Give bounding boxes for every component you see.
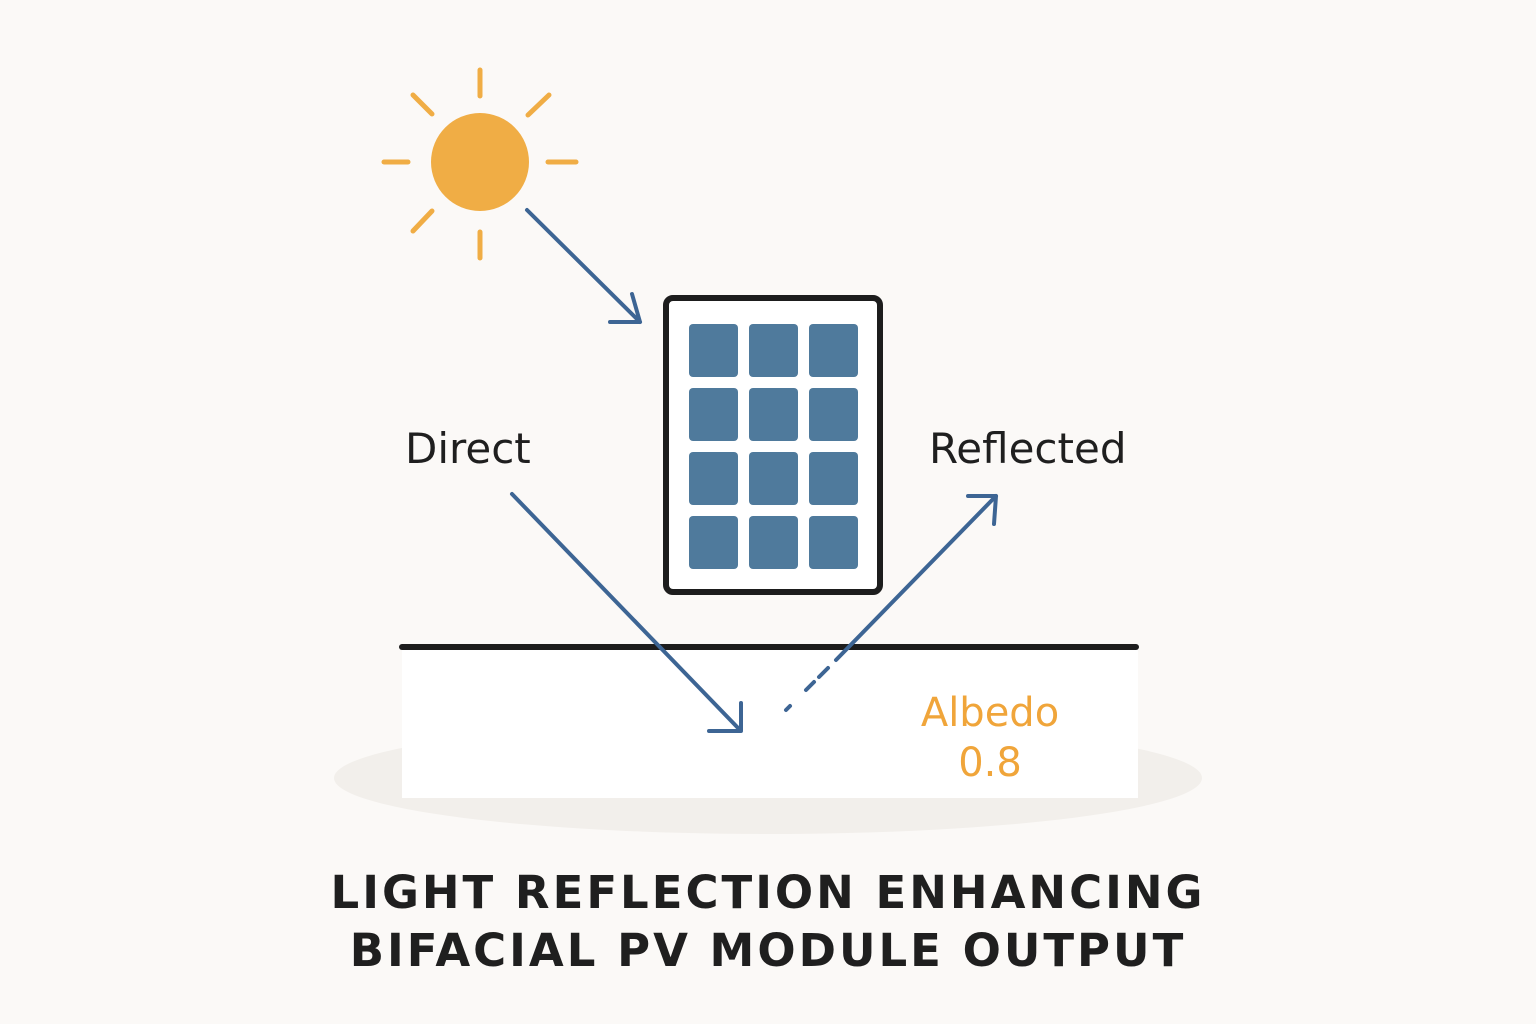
diagram-title: LIGHT REFLECTION ENHANCING BIFACIAL PV M…	[0, 864, 1536, 980]
ground-incident-arrow	[510, 492, 743, 733]
ground-surface	[402, 646, 1138, 798]
title-line-1: LIGHT REFLECTION ENHANCING	[330, 866, 1206, 919]
solar-panel-icon	[663, 295, 883, 595]
sun-icon	[381, 67, 579, 261]
direct-light-arrow	[525, 208, 642, 324]
albedo-label: Albedo	[921, 690, 1059, 736]
reflected-light-arrow	[784, 494, 998, 712]
reflected-label: Reflected	[929, 424, 1127, 473]
title-line-2: BIFACIAL PV MODULE OUTPUT	[349, 924, 1187, 977]
albedo-value: 0.8	[958, 740, 1022, 786]
direct-label: Direct	[405, 424, 531, 473]
